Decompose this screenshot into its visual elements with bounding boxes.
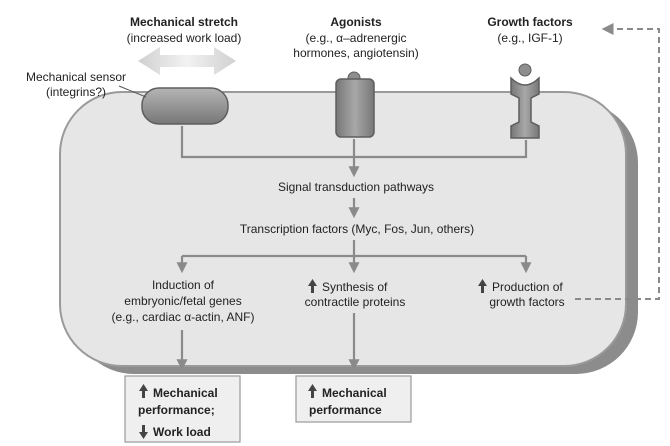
result-box-performance: Mechanical performance — [295, 375, 412, 423]
result-box-work-load: Mechanical performance; Work load — [124, 375, 241, 443]
growth-factor-receptor-shape — [510, 63, 540, 139]
growth-factors-title: Growth factors — [487, 15, 573, 29]
up-arrow-icon — [478, 279, 487, 293]
induction-label: Induction of — [152, 278, 215, 292]
result-1-line1: Mechanical — [153, 386, 218, 400]
agonists-example-line2: hormones, angiotensin) — [293, 46, 418, 60]
up-arrow-icon — [139, 384, 148, 398]
result-1-line2: performance; — [138, 403, 215, 417]
mechanical-sensor-shape — [141, 87, 229, 125]
growth-factors-subtitle: (e.g., IGF-1) — [497, 31, 562, 45]
mechanical-stretch-title: Mechanical stretch — [130, 15, 238, 29]
up-arrow-icon — [308, 384, 317, 398]
stretch-double-arrow — [138, 47, 236, 75]
cell-membrane — [59, 91, 638, 374]
production-growth-label: growth factors — [489, 295, 564, 309]
transcription-factors-label: Transcription factors (Myc, Fos, Jun, ot… — [240, 222, 474, 236]
induction-genes-label: embryonic/fetal genes — [124, 294, 241, 308]
mechanical-stretch-subtitle: (increased work load) — [127, 31, 242, 45]
synthesis-proteins-label: contractile proteins — [305, 295, 406, 309]
result-2-line1: Mechanical — [322, 386, 387, 400]
result-1-line3: Work load — [153, 425, 211, 439]
up-arrow-icon — [308, 279, 317, 293]
mechanical-sensor-label: Mechanical sensor — [26, 70, 126, 84]
synthesis-label: Synthesis of — [322, 280, 388, 294]
agonist-receptor-shape — [335, 71, 375, 138]
sensor-pointer-line — [118, 85, 147, 98]
down-arrow-icon — [139, 425, 148, 439]
feedback-dashed-arrow — [575, 23, 660, 300]
convergence-connector — [180, 126, 528, 178]
mechanical-sensor-sublabel: (integrins?) — [46, 85, 106, 99]
production-label: Production of — [492, 280, 563, 294]
agonists-example-line1: (e.g., α–adrenergic — [306, 31, 407, 45]
result-2-line2: performance — [309, 403, 382, 417]
agonists-title: Agonists — [330, 15, 382, 29]
induction-example-label: (e.g., cardiac α-actin, ANF) — [112, 310, 255, 324]
divergence-connector — [176, 240, 532, 274]
signal-transduction-label: Signal transduction pathways — [278, 180, 434, 194]
